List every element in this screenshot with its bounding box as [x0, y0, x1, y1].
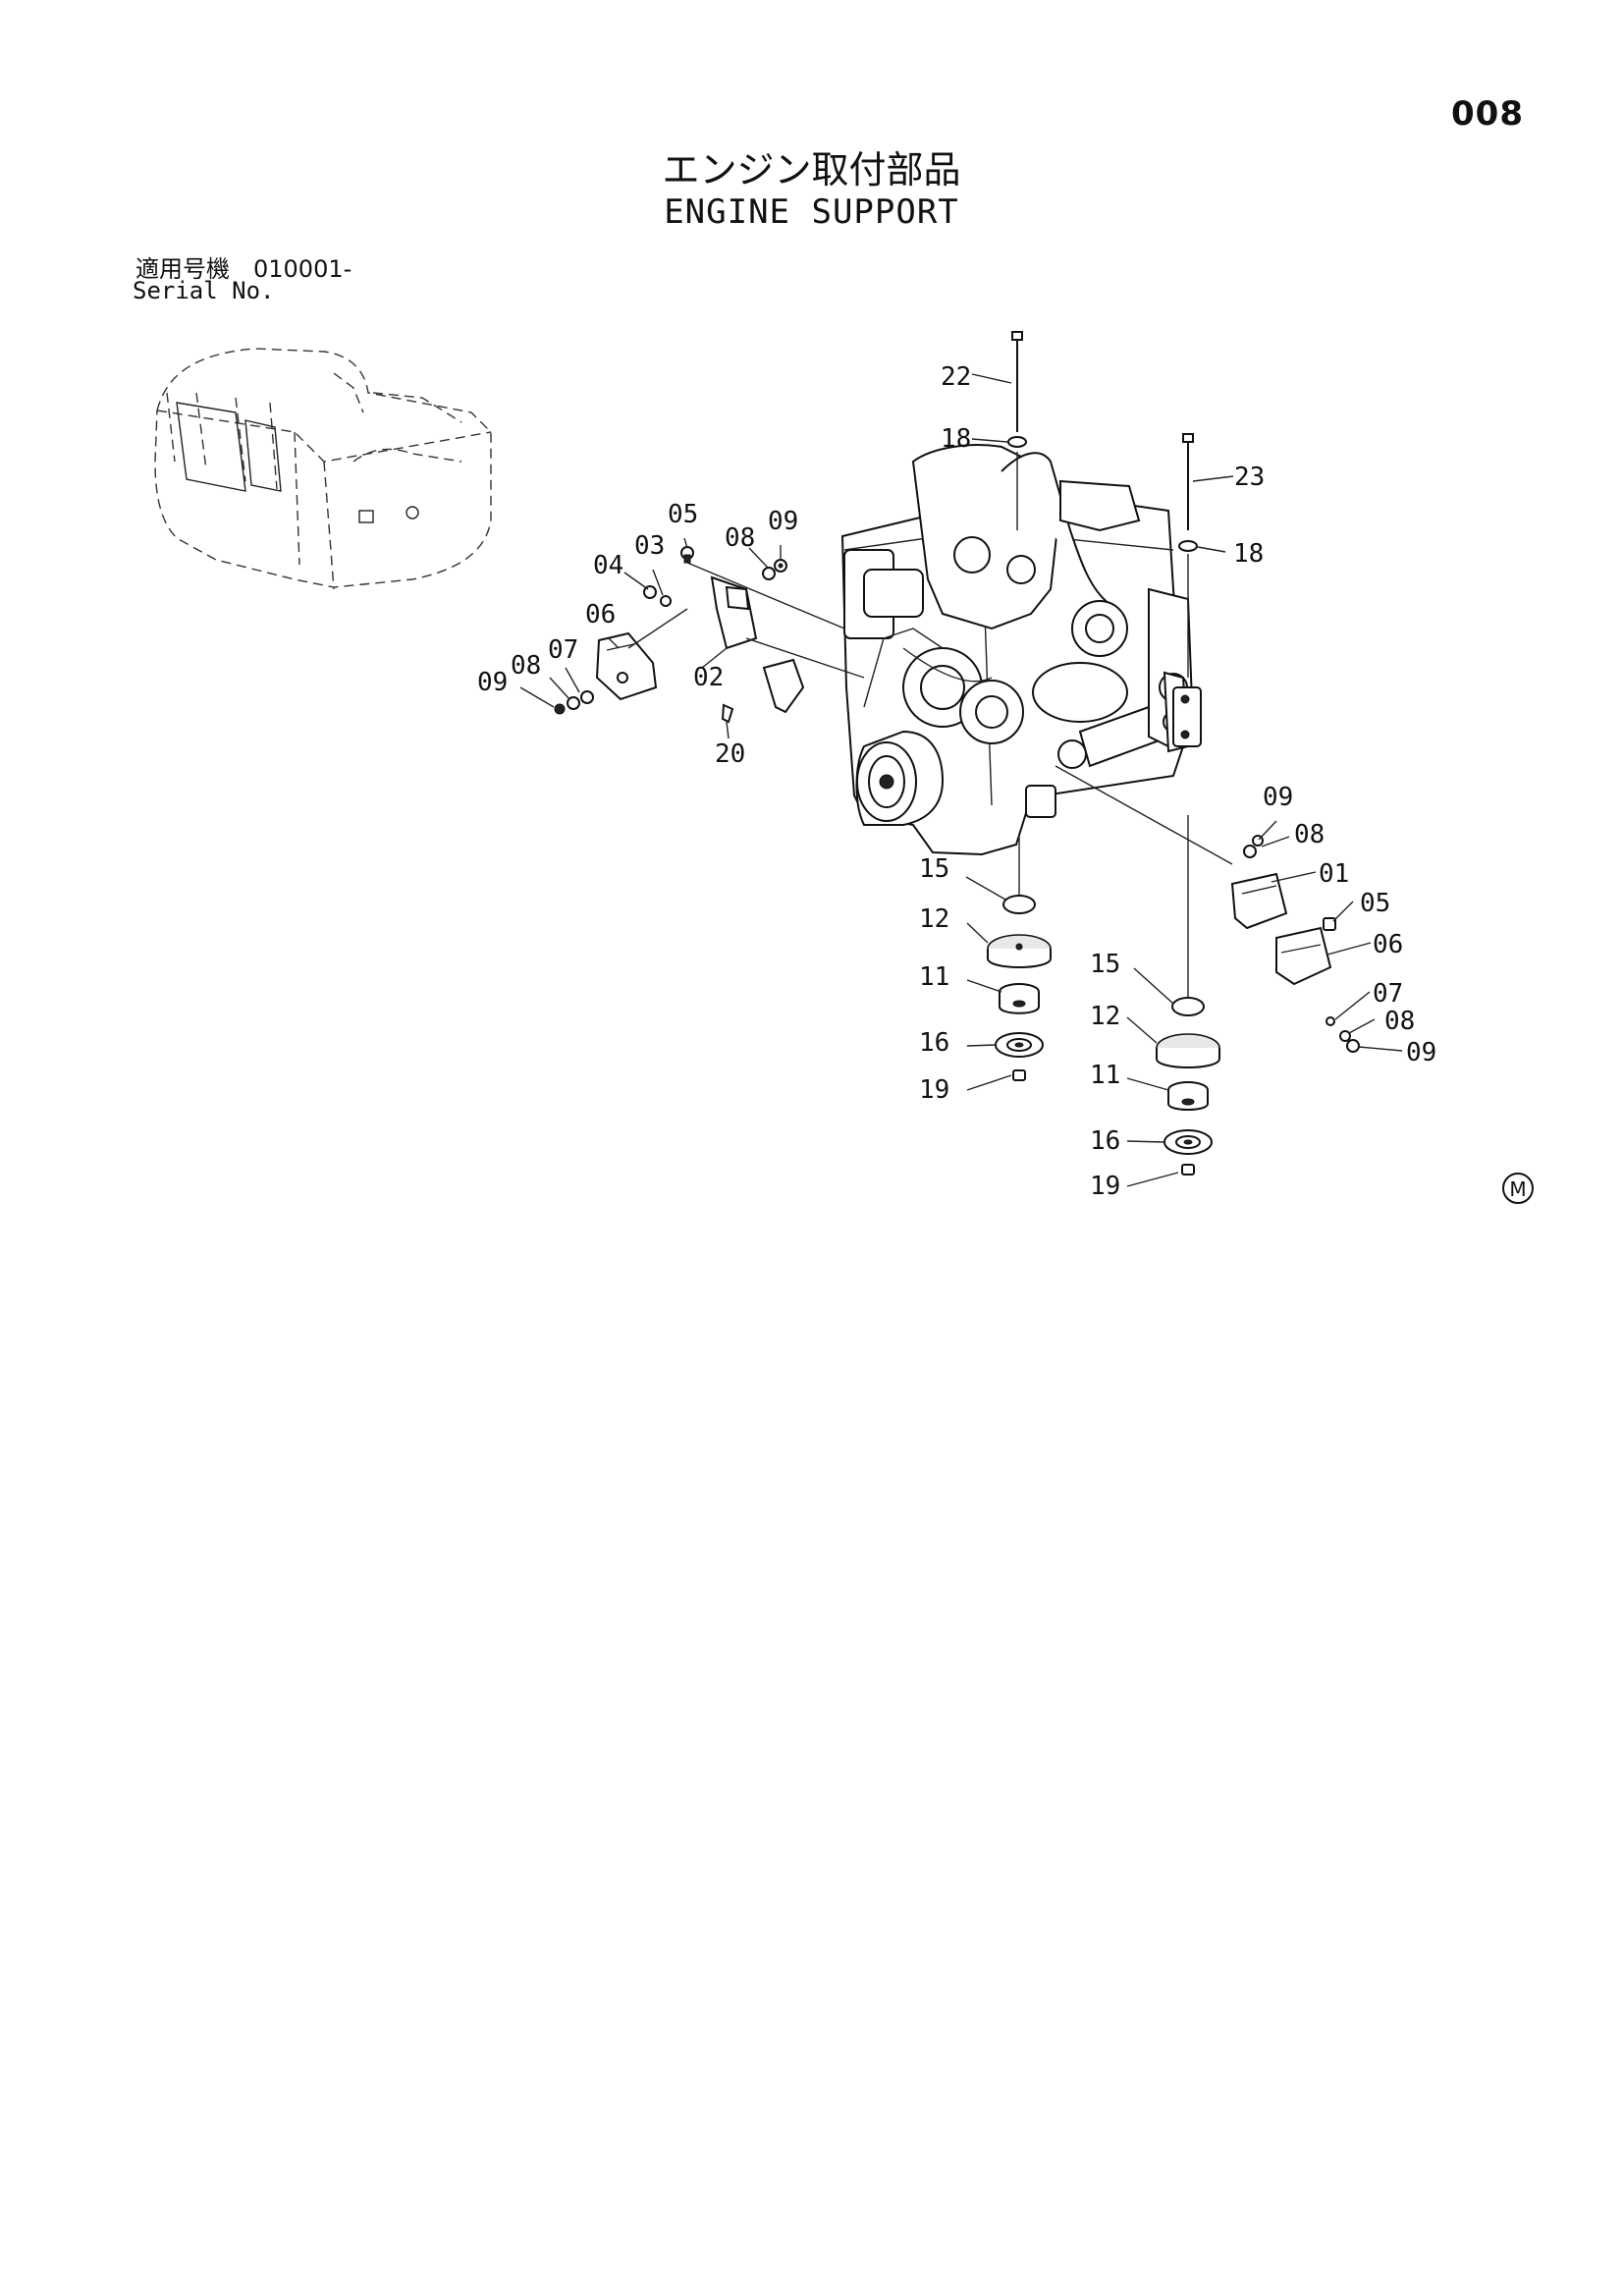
callout-18: 18 [941, 424, 971, 454]
engine-assembly [840, 444, 1202, 856]
callout-09: 09 [1263, 783, 1293, 812]
page-title-english: ENGINE SUPPORT [664, 192, 959, 232]
callout-09: 09 [1406, 1038, 1436, 1067]
callout-12: 12 [919, 904, 949, 934]
callout-04: 04 [593, 551, 623, 580]
bolt-22-assembly [1007, 331, 1027, 530]
callout-labels: 22 18 23 18 05 08 09 03 04 06 02 07 08 0… [477, 362, 1436, 1201]
svg-text:M: M [1509, 1177, 1526, 1201]
callout-08: 08 [725, 523, 755, 553]
bolt-23-assembly [1178, 433, 1198, 997]
callout-01: 01 [1319, 859, 1349, 889]
callout-22: 22 [941, 362, 971, 392]
callout-07: 07 [548, 635, 578, 665]
callout-15: 15 [1090, 950, 1120, 979]
callout-08: 08 [511, 651, 541, 681]
callout-11: 11 [919, 962, 949, 992]
callout-leader-lines [519, 373, 1403, 1187]
callout-12: 12 [1090, 1002, 1120, 1031]
callout-18: 18 [1233, 539, 1264, 569]
callout-15: 15 [919, 854, 949, 884]
callout-11: 11 [1090, 1061, 1120, 1090]
callout-08: 08 [1384, 1007, 1415, 1036]
callout-16: 16 [919, 1028, 949, 1058]
callout-08: 08 [1294, 820, 1325, 849]
callout-09: 09 [477, 668, 508, 697]
right-mount-bracket-group [1055, 765, 1360, 1053]
page-title-japanese: エンジン取付部品 [662, 148, 961, 191]
callout-06: 06 [1373, 930, 1403, 959]
callout-19: 19 [919, 1075, 949, 1105]
left-mount-bracket-group [554, 546, 865, 724]
callout-16: 16 [1090, 1126, 1120, 1156]
serial-range: 010001- [253, 255, 352, 283]
callout-05: 05 [1360, 889, 1390, 918]
page-number: 008 [1451, 94, 1524, 134]
callout-05: 05 [668, 500, 698, 529]
m-circle-icon: M [1502, 1173, 1534, 1204]
excavator-locator-icon [154, 348, 492, 590]
callout-09: 09 [768, 507, 798, 536]
serial-applicability: 適用号機 010001- [135, 249, 352, 284]
callout-23: 23 [1234, 463, 1265, 492]
callout-19: 19 [1090, 1172, 1120, 1201]
callout-03: 03 [634, 531, 665, 561]
serial-label-en: Serial No. [133, 277, 275, 304]
callout-20: 20 [715, 739, 745, 769]
callout-06: 06 [585, 600, 616, 629]
right-rubber-mount-stack [1156, 997, 1220, 1175]
serial-label-jp: 適用号機 [135, 255, 230, 283]
callout-02: 02 [693, 663, 724, 692]
left-rubber-mount-stack [987, 835, 1052, 1081]
callout-07: 07 [1373, 979, 1403, 1009]
